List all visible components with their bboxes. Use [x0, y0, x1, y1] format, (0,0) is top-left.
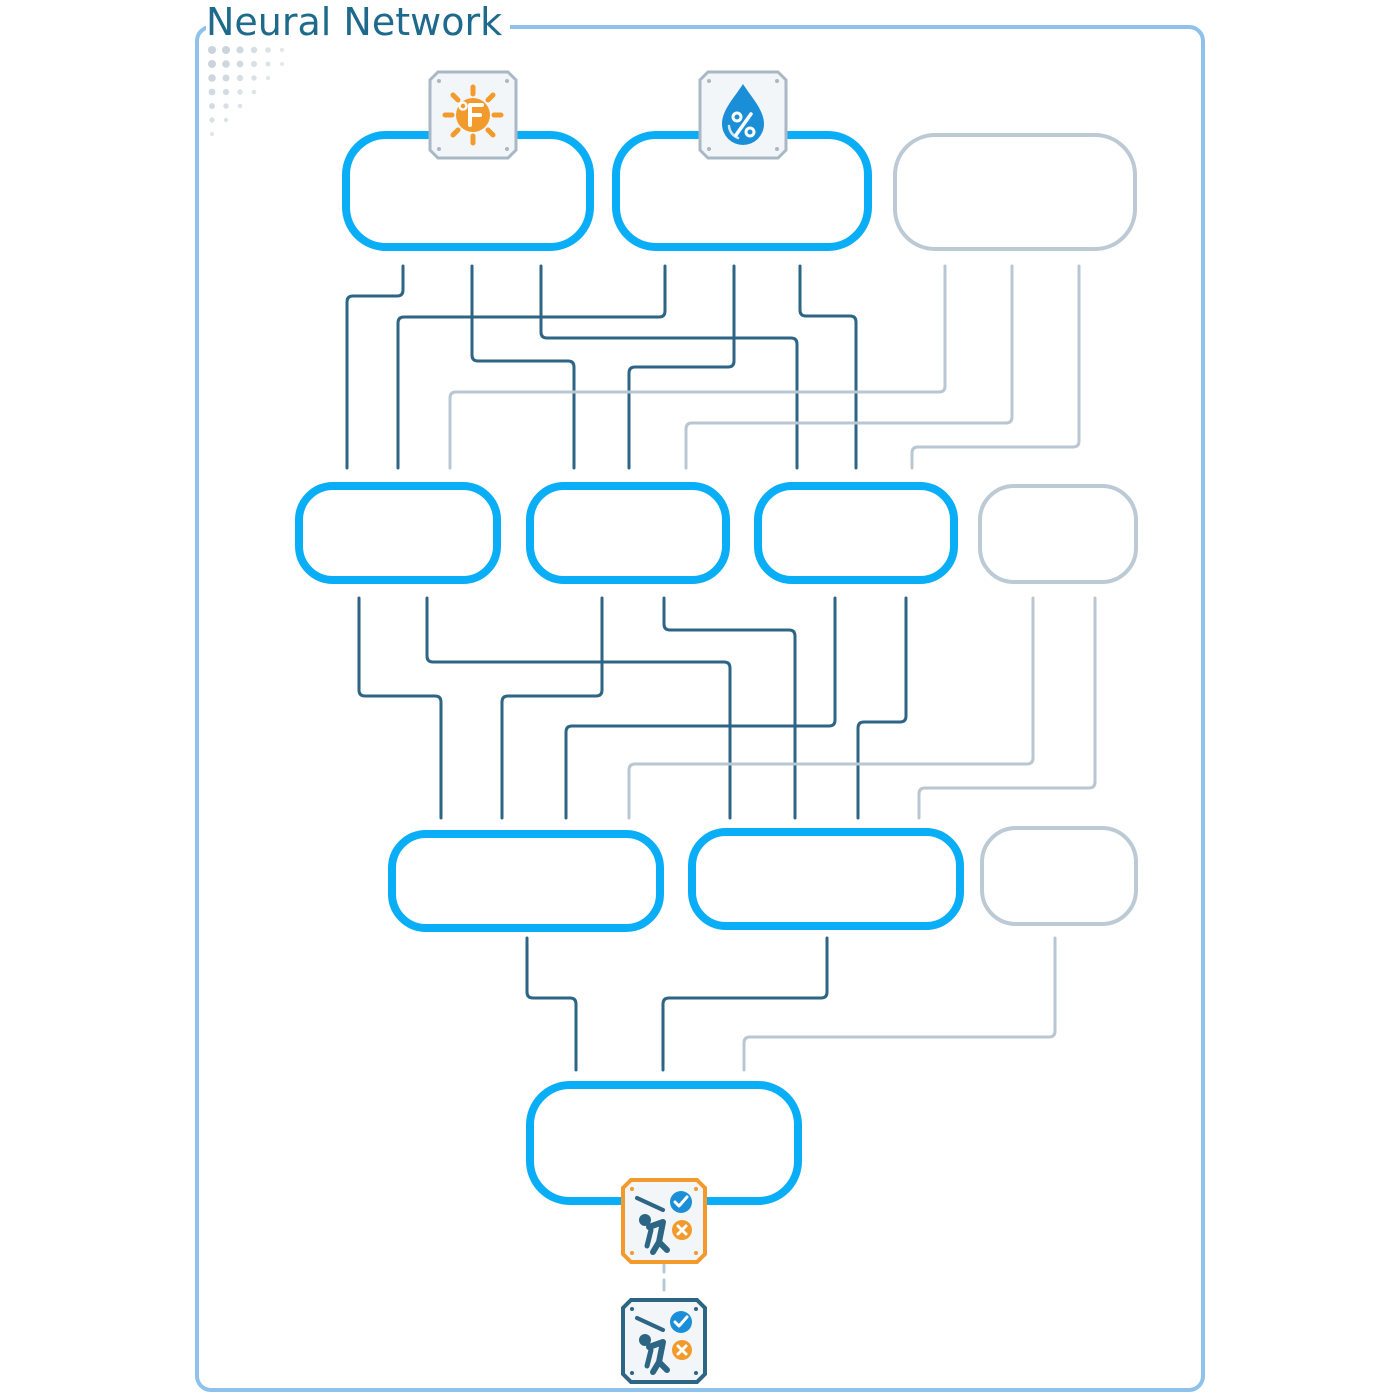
- wire-h1c-h2b: [856, 596, 908, 820]
- wire-h1a-h2b: [425, 596, 732, 820]
- humidity-percent-icon: [698, 70, 788, 160]
- wire-h1b-h2b: [662, 596, 797, 820]
- hidden2-node-3: [980, 826, 1138, 926]
- golf-swing-check-cross-icon-result: [621, 1298, 707, 1384]
- golf-swing-check-cross-icon: [621, 1178, 707, 1264]
- wire-i1-h3: [539, 264, 799, 470]
- diagram-frame: [195, 25, 1205, 1392]
- hidden1-node-1: [295, 482, 501, 584]
- temperature-fahrenheit-icon: [428, 70, 518, 160]
- wire-h2b-out: [661, 936, 829, 1072]
- wire-i2-h2: [627, 264, 736, 470]
- wire-h1b-h2a: [500, 596, 604, 820]
- wire-i3-h2: [684, 264, 1014, 470]
- wire-i1-h2: [470, 264, 576, 470]
- wire-h1c-h2a: [564, 596, 837, 820]
- wire-h2a-out: [525, 936, 578, 1072]
- input-node-3: [893, 133, 1137, 251]
- wire-h1a-h2a: [357, 596, 443, 820]
- wire-i3-h1: [448, 264, 947, 470]
- wire-i1-h1: [345, 264, 405, 470]
- hidden1-node-2: [526, 482, 730, 584]
- wire-i3-h3: [910, 264, 1081, 470]
- wire-h2c-out: [742, 936, 1057, 1072]
- hidden1-node-3: [754, 482, 958, 584]
- dot-pattern-decoration: [208, 46, 285, 137]
- wire-i2-h3: [798, 264, 858, 470]
- hidden2-node-1: [388, 830, 664, 932]
- hidden1-node-4: [978, 484, 1138, 584]
- wire-i2-h1: [396, 264, 667, 470]
- hidden2-node-2: [688, 828, 964, 930]
- wire-h1d-h2a: [627, 596, 1035, 820]
- diagram-title: Neural Network: [206, 0, 511, 44]
- wire-h1d-h2b: [917, 596, 1097, 820]
